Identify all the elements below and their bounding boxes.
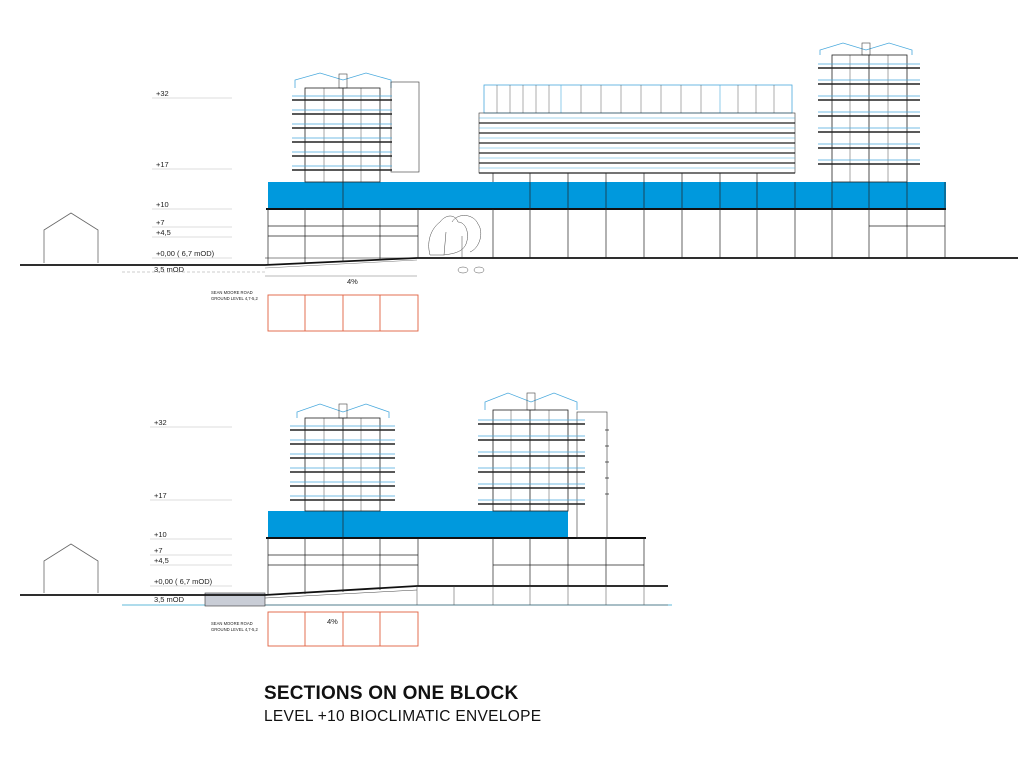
central-block-top bbox=[478, 84, 796, 182]
tree-sketch bbox=[428, 215, 481, 257]
water-basin bbox=[204, 592, 266, 607]
sheet-title: SECTIONS ON ONE BLOCK bbox=[264, 683, 519, 704]
podium-structure bbox=[267, 173, 946, 265]
level-label-10: +10 bbox=[156, 200, 169, 209]
level-label-3-5-mod: 3,5 mOD bbox=[154, 265, 185, 274]
basement-parking bbox=[267, 611, 419, 647]
level-label-4-5: +4,5 bbox=[154, 556, 169, 565]
level-label-4-5: +4,5 bbox=[156, 228, 171, 237]
basement-parking bbox=[267, 294, 419, 332]
slope-label: 4% bbox=[347, 277, 358, 286]
tower-right-top bbox=[818, 42, 920, 183]
road-note-line1: SEAN MOORE ROAD bbox=[211, 290, 253, 295]
level-label-7: +7 bbox=[154, 546, 163, 555]
bioclimatic-envelope bbox=[268, 182, 946, 209]
bioclimatic-envelope bbox=[268, 511, 568, 538]
podium-structure bbox=[267, 511, 645, 595]
level-label-17: +17 bbox=[156, 160, 169, 169]
sheet-subtitle: LEVEL +10 BIOCLIMATIC ENVELOPE bbox=[264, 708, 542, 725]
cars bbox=[457, 266, 485, 274]
ground-line bbox=[20, 257, 1018, 266]
section-top: +32 +17 +10 +7 +4,5 +0,00 ( 6,7 mOD) 3,5… bbox=[20, 42, 1018, 332]
level-label-17: +17 bbox=[154, 491, 167, 500]
tower-left-bottom bbox=[290, 403, 395, 512]
level-label-32: +32 bbox=[154, 418, 167, 427]
tower-left-top bbox=[292, 72, 420, 183]
ground-line bbox=[20, 585, 668, 596]
level-labels-bottom: +32 +17 +10 +7 +4,5 +0,00 ( 6,7 mOD) 3,5… bbox=[150, 418, 232, 604]
level-label-0: +0,00 ( 6,7 mOD) bbox=[154, 577, 213, 586]
level-labels-top: +32 +17 +10 +7 +4,5 +0,00 ( 6,7 mOD) 3,5… bbox=[152, 89, 232, 274]
level-label-0: +0,00 ( 6,7 mOD) bbox=[156, 249, 215, 258]
level-label-3-5-mod: 3,5 mOD bbox=[154, 595, 185, 604]
neighbour-house bbox=[43, 212, 99, 263]
road-note-line1: SEAN MOORE ROAD bbox=[211, 621, 253, 626]
tower-right-bottom bbox=[478, 392, 609, 539]
level-label-7: +7 bbox=[156, 218, 165, 227]
level-label-10: +10 bbox=[154, 530, 167, 539]
neighbour-house bbox=[43, 543, 99, 593]
level-label-32: +32 bbox=[156, 89, 169, 98]
road-note-line2: GROUND LEVEL 4,7-5,2 bbox=[211, 296, 259, 301]
slope-label: 4% bbox=[327, 617, 338, 626]
section-bottom: +32 +17 +10 +7 +4,5 +0,00 ( 6,7 mOD) 3,5… bbox=[20, 392, 672, 647]
road-note-line2: GROUND LEVEL 4,7-5,2 bbox=[211, 627, 259, 632]
